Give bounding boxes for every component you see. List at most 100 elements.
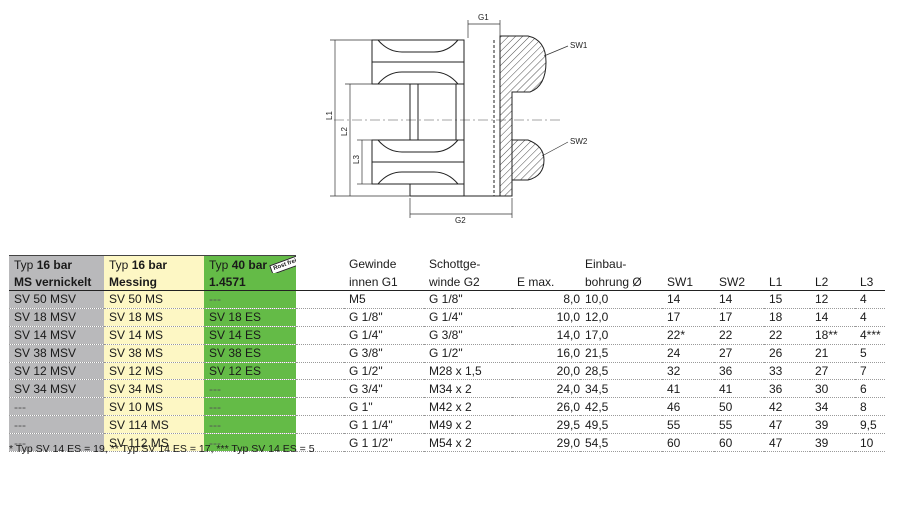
cell-g1: G 1/2" bbox=[344, 362, 424, 381]
thread-shaft bbox=[409, 84, 500, 197]
rostfrei-badge: Rost frei bbox=[269, 256, 296, 273]
cell-spacer bbox=[296, 290, 344, 309]
cell-msv: SV 50 MSV bbox=[9, 290, 104, 309]
cell-bohrung: 49,5 bbox=[580, 415, 662, 435]
cell-msv: --- bbox=[9, 415, 104, 435]
cell-es: --- bbox=[204, 290, 296, 309]
header-messing: Messing bbox=[104, 273, 204, 291]
cell-msv: SV 18 MSV bbox=[9, 308, 104, 327]
cell-bohrung: 21,5 bbox=[580, 344, 662, 363]
cell-g1: G 1 1/4" bbox=[344, 415, 424, 435]
cell-l2: 18** bbox=[810, 326, 855, 345]
cell-emax: 10,0 bbox=[512, 308, 580, 327]
cell-msv: --- bbox=[9, 433, 104, 453]
fitting-drawing: G1 G2 SW1 SW2 L1 L2 L3 bbox=[325, 13, 588, 225]
cell-msv: SV 38 MSV bbox=[9, 344, 104, 363]
footnote: * Typ SV 14 ES = 19, ** Typ SV 14 ES = 1… bbox=[9, 443, 315, 455]
lower-nut bbox=[371, 139, 465, 185]
cell-msv: SV 12 MSV bbox=[9, 362, 104, 381]
cell-l2: 39 bbox=[810, 433, 855, 453]
cell-bohrung: 12,0 bbox=[580, 308, 662, 327]
header-winde-g2: winde G2 bbox=[424, 273, 512, 291]
cell-bohrung: 10,0 bbox=[580, 290, 662, 309]
cell-g2: M49 x 2 bbox=[424, 415, 512, 435]
cell-sw1: 24 bbox=[662, 344, 714, 363]
cell-es: --- bbox=[204, 379, 296, 399]
cell-g1: G 1" bbox=[344, 397, 424, 417]
cell-sw1: 41 bbox=[662, 379, 714, 399]
g1-label: G1 bbox=[478, 13, 489, 22]
cell-sw2: 36 bbox=[714, 362, 764, 381]
cell-g1: G 1 1/2" bbox=[344, 433, 424, 453]
cell-es: --- bbox=[204, 397, 296, 417]
header-bohrung: bohrung Ø bbox=[580, 273, 662, 291]
header-l1: L1 bbox=[764, 273, 810, 291]
cell-sw1: 46 bbox=[662, 397, 714, 417]
cell-l1: 42 bbox=[764, 397, 810, 417]
cell-sw1: 22* bbox=[662, 326, 714, 345]
cell-l3: 5 bbox=[855, 344, 885, 363]
cell-l3: 4 bbox=[855, 290, 885, 309]
cell-ms: SV 34 MS bbox=[104, 379, 204, 399]
header-emax: E max. bbox=[512, 273, 580, 291]
cell-l1: 33 bbox=[764, 362, 810, 381]
cell-g2: M54 x 2 bbox=[424, 433, 512, 453]
cell-spacer bbox=[296, 415, 344, 435]
cell-l2: 12 bbox=[810, 290, 855, 309]
cell-bohrung: 28,5 bbox=[580, 362, 662, 381]
header-ms-vernickelt: MS vernickelt bbox=[9, 273, 104, 291]
header-gewinde: Gewinde bbox=[349, 257, 397, 272]
header-schott: Schottge- bbox=[429, 257, 481, 272]
cell-sw1: 55 bbox=[662, 415, 714, 435]
header-1-4571: 1.4571 bbox=[204, 273, 296, 291]
cell-g2: G 1/8" bbox=[424, 290, 512, 309]
cell-emax: 29,0 bbox=[512, 433, 580, 453]
cell-emax: 14,0 bbox=[512, 326, 580, 345]
cell-ms: SV 14 MS bbox=[104, 326, 204, 345]
cell-bohrung: 34,5 bbox=[580, 379, 662, 399]
header-innen-g1: innen G1 bbox=[344, 273, 424, 291]
g2-label: G2 bbox=[455, 216, 466, 225]
l3-label: L3 bbox=[352, 155, 361, 164]
cell-msv: SV 34 MSV bbox=[9, 379, 104, 399]
cell-msv: SV 14 MSV bbox=[9, 326, 104, 345]
header-einbau: Einbau- bbox=[585, 257, 627, 272]
l1-label: L1 bbox=[325, 111, 334, 120]
cell-g2: G 3/8" bbox=[424, 326, 512, 345]
l2-label: L2 bbox=[340, 127, 349, 136]
cell-ms: SV 114 MS bbox=[104, 415, 204, 435]
cell-spacer bbox=[296, 379, 344, 399]
cell-ms: SV 38 MS bbox=[104, 344, 204, 363]
cell-spacer bbox=[296, 308, 344, 327]
cell-sw2: 60 bbox=[714, 433, 764, 453]
cell-g2: M42 x 2 bbox=[424, 397, 512, 417]
upper-nut bbox=[371, 39, 465, 85]
cell-es: SV 12 ES bbox=[204, 362, 296, 381]
cell-l3: 4 bbox=[855, 308, 885, 327]
cell-ms: SV 50 MS bbox=[104, 290, 204, 309]
cell-spacer bbox=[296, 344, 344, 363]
cell-l3: 6 bbox=[855, 379, 885, 399]
cell-emax: 16,0 bbox=[512, 344, 580, 363]
cell-es: --- bbox=[204, 433, 296, 453]
cell-g2: G 1/4" bbox=[424, 308, 512, 327]
cell-g1: M5 bbox=[344, 290, 424, 309]
cell-g1: G 3/8" bbox=[344, 344, 424, 363]
cell-ms: SV 12 MS bbox=[104, 362, 204, 381]
cell-l2: 30 bbox=[810, 379, 855, 399]
sw2-label: SW2 bbox=[570, 137, 588, 146]
header-sw2: SW2 bbox=[714, 273, 764, 291]
cell-bohrung: 42,5 bbox=[580, 397, 662, 417]
cell-g2: G 1/2" bbox=[424, 344, 512, 363]
cell-spacer bbox=[296, 397, 344, 417]
cell-l1: 26 bbox=[764, 344, 810, 363]
cell-emax: 24,0 bbox=[512, 379, 580, 399]
header-typ-ms: Typ 16 bar bbox=[104, 255, 204, 273]
cell-emax: 8,0 bbox=[512, 290, 580, 309]
cell-ms: SV 112 MS bbox=[104, 433, 204, 453]
